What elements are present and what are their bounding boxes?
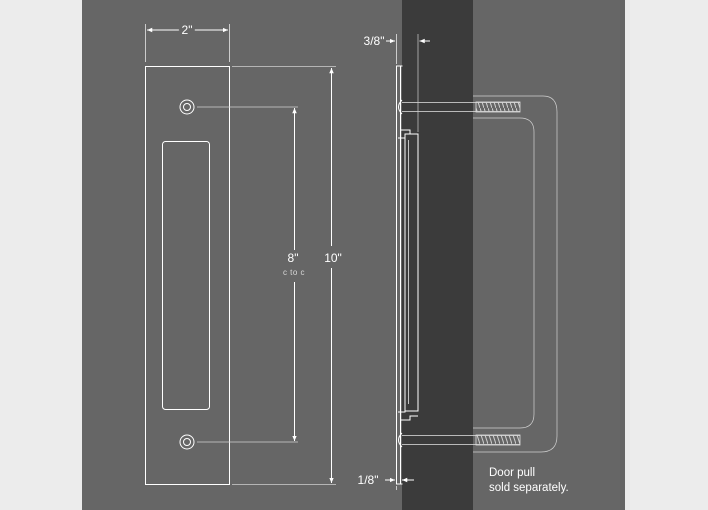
- mounting-bolt-bottom: [398, 432, 521, 448]
- screw-hole-bottom: [179, 434, 195, 450]
- projection-dimension: [386, 34, 430, 132]
- hole-spacing-label: 8": [288, 251, 299, 265]
- hole-spacing-sublabel: c to c: [283, 268, 305, 277]
- screw-hole-top: [179, 99, 195, 115]
- height-dimension: [232, 66, 336, 485]
- plate-thickness-label: 1/8": [358, 473, 379, 487]
- plate-front-view: [145, 66, 230, 485]
- projection-label: 3/8": [364, 34, 385, 48]
- door-pull-note-line1: Door pull: [489, 467, 535, 479]
- door-slab: [402, 0, 473, 510]
- plate-side-view: [396, 65, 419, 485]
- height-label: 10": [324, 251, 342, 265]
- finger-recess: [162, 141, 210, 410]
- hole-spacing-dimension: [197, 106, 298, 443]
- door-pull-note-line2: sold separately.: [489, 482, 569, 494]
- width-label: 2": [182, 23, 193, 37]
- width-dimension: [145, 24, 230, 62]
- plate-thickness-dimension: [385, 477, 414, 490]
- mounting-bolt-top: [398, 99, 521, 115]
- door-pull-outline: [473, 95, 558, 453]
- flush-pull-plate: [145, 66, 230, 485]
- diagram-panel: [82, 0, 625, 510]
